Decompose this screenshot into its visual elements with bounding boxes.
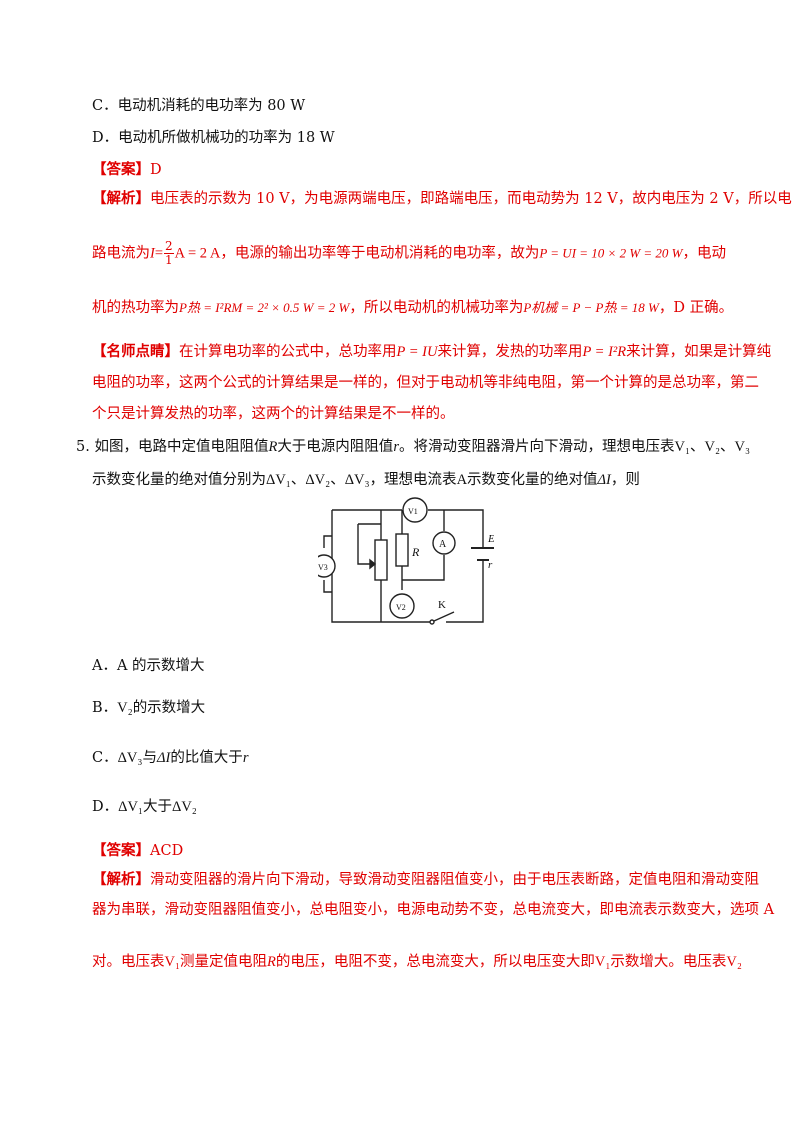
circuit-diagram: V3 V1 A V2 R E r K — [318, 497, 494, 625]
label-E: E — [487, 533, 494, 545]
q4-tip-line-3: 个只是计算发热的功率，这两个的计算结果是不一样的。 — [92, 406, 455, 422]
q5-analysis-line-2: 器为串联，滑动变阻器阻值变小，总电阻变小，电源电动势不变，总电流变大，即电流表示… — [92, 902, 775, 918]
wire-bottom — [331, 510, 430, 623]
rheostat-slider — [357, 523, 381, 565]
label-ammeter: A — [439, 539, 447, 550]
label-v1: V1 — [408, 507, 418, 516]
q4-tip-line-2: 电阻的功率，这两个公式的计算结果是一样的，但对于电动机等非纯电阻，第一个计算的是… — [92, 375, 759, 391]
q5-stem-line-2: 示数变化量的绝对值分别为ΔV₁、ΔV₂、ΔV₃，理想电流表A示数变化量的绝对值Δ… — [92, 472, 640, 488]
q4-answer: 【答案】D — [92, 160, 162, 180]
formula-heat-power: P热 = I²RM = 2² × 0.5 W = 2 W — [179, 300, 350, 315]
answer-label: 【答案】 — [92, 161, 150, 178]
analysis-text: 机的热功率为 — [92, 300, 179, 316]
wire-right-bottom — [446, 560, 484, 623]
label-v3: V3 — [318, 563, 328, 572]
voltmeter-v1 — [402, 497, 428, 523]
analysis-text: 路电流为 — [92, 245, 150, 262]
voltmeter-v2 — [389, 593, 415, 619]
q5-option-a: A．A 的示数增大 — [92, 658, 205, 674]
analysis-text: ，D 正确。 — [658, 300, 734, 316]
label-v2: V2 — [396, 603, 406, 612]
voltmeter-v3 — [318, 554, 336, 578]
wire-top-right — [428, 509, 484, 548]
q5-option-d: D．ΔV₁大于ΔV₂ — [92, 799, 197, 815]
symbol-delta-i: ΔI — [597, 472, 611, 488]
tip-text: 来计算，如果是计算纯 — [626, 344, 772, 360]
switch-K — [433, 611, 455, 622]
q4-analysis-line-3: 机的热功率为P热 = I²RM = 2² × 0.5 W = 2 W，所以电动机… — [92, 298, 733, 318]
tip-text: 在计算电功率的公式中，总功率用 — [179, 344, 397, 360]
analysis-label: 【解析】 — [92, 190, 150, 207]
formula-mech-power: P机械 = P − P热 = 18 W — [523, 300, 659, 315]
formula-eq: A = 2 A — [174, 245, 221, 262]
answer-label: 【答案】 — [92, 842, 150, 859]
formula-heat-power: P = I²R — [582, 344, 627, 360]
q5-analysis-line-3: 对。电压表V₁测量定值电阻R的电压，电阻不变，总电流变大，所以电压变大即V₁示数… — [92, 954, 742, 970]
analysis-text: 滑动变阻器的滑片向下滑动，导致滑动变阻器阻值变小，由于电压表断路，定值电阻和滑动… — [150, 872, 759, 888]
resistor-R — [395, 533, 409, 567]
label-K: K — [438, 599, 446, 611]
battery — [471, 547, 494, 561]
q4-option-d: D．电动机所做机械功的功率为 18 W — [92, 130, 335, 146]
formula-current: I — [150, 245, 155, 262]
analysis-text: 电压表的示数为 10 V，为电源两端电压，即路端电压，而电动势为 12 V，故内… — [150, 191, 792, 207]
tip-label: 【名师点睛】 — [92, 343, 179, 360]
symbol-R: R — [268, 439, 278, 455]
q5-answer: 【答案】ACD — [92, 841, 183, 861]
q4-analysis-line-1: 【解析】电压表的示数为 10 V，为电源两端电压，即路端电压，而电动势为 12 … — [92, 189, 792, 209]
q5-option-b: B．V₂的示数增大 — [92, 700, 206, 716]
q4-option-c: C．电动机消耗的电功率为 80 W — [92, 98, 306, 114]
label-R: R — [411, 545, 420, 559]
rheostat — [374, 539, 388, 581]
label-r: r — [488, 559, 493, 571]
tip-text: 来计算，发热的功率用 — [437, 344, 583, 360]
q4-tip-line-1: 【名师点睛】在计算电功率的公式中，总功率用P = IU来计算，发热的功率用P =… — [92, 342, 771, 362]
q5-analysis-line-1: 【解析】滑动变阻器的滑片向下滑动，导致滑动变阻器阻值变小，由于电压表断路，定值电… — [92, 870, 759, 890]
analysis-label: 【解析】 — [92, 871, 150, 888]
answer-value: ACD — [150, 843, 184, 859]
formula-power: P = UI = 10 × 2 W = 20 W — [539, 245, 683, 261]
answer-value: D — [150, 162, 162, 178]
symbol-ammeter: A — [456, 472, 468, 488]
analysis-text: ，电源的输出功率等于电动机消耗的电功率，故为 — [220, 245, 540, 262]
wire-ammeter — [402, 510, 445, 581]
q5-option-c: C．ΔV₃与ΔI的比值大于r — [92, 750, 249, 766]
voltmeter-symbols: V₁、V₂、V₃ — [674, 439, 751, 455]
ammeter — [432, 531, 456, 555]
analysis-text: ，所以电动机的机械功率为 — [349, 300, 524, 316]
q5-stem-line-1: 5. 如图，电路中定值电阻阻值R大于电源内阻阻值r。将滑动变阻器滑片向下滑动，理… — [76, 439, 751, 455]
symbol-r: r — [393, 439, 399, 455]
analysis-text: ，电动 — [682, 245, 727, 262]
formula-total-power: P = IU — [396, 344, 438, 360]
delta-v-symbols: ΔV₁、ΔV₂、ΔV₃ — [266, 472, 370, 488]
